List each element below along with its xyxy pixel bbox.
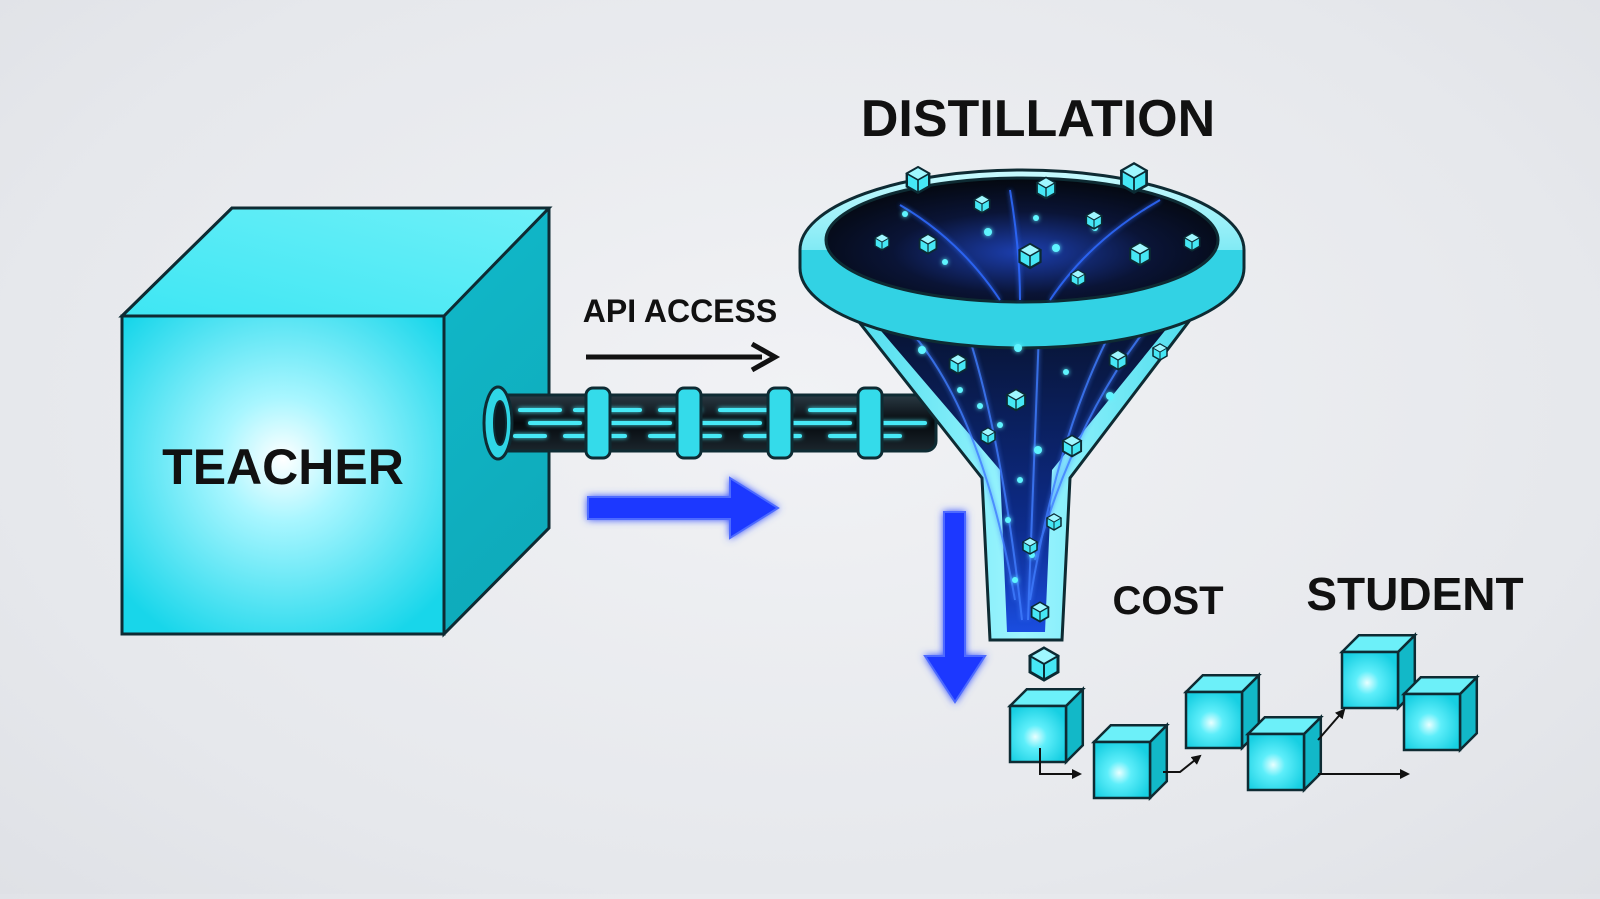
teacher-cube-icon: [118, 206, 553, 638]
student-label: STUDENT: [1306, 568, 1523, 620]
teacher-cube-front: [120, 314, 446, 636]
funnel-cone-interior: [846, 290, 1198, 632]
student-cube: [1400, 674, 1480, 754]
api-access-label: API ACCESS: [583, 293, 777, 329]
funnel-mouth: [824, 176, 1220, 304]
student-cube-icon: [1006, 632, 1480, 802]
student-cube: [1244, 714, 1324, 794]
student-cube: [1006, 686, 1086, 766]
cost-label: COST: [1112, 579, 1223, 623]
pipe-rings: [584, 386, 884, 460]
student-cube: [1090, 722, 1170, 802]
teacher-label: TEACHER: [162, 439, 404, 495]
flow-arrow-down-icon: [923, 511, 987, 704]
flow-arrow-right-icon: [587, 476, 780, 540]
student-cube: [1182, 672, 1262, 752]
api-pipe-icon: [482, 385, 938, 461]
student-connector-arrows: [1039, 708, 1410, 779]
distillation-label: DISTILLATION: [861, 90, 1215, 148]
distillation-funnel-icon: [798, 162, 1246, 682]
